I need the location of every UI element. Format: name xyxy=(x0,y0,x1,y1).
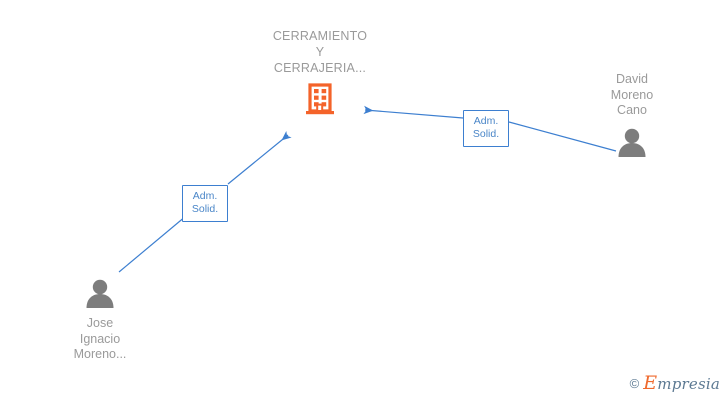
company-node[interactable]: CERRAMIENTO Y CERRAJERIA... xyxy=(238,28,402,120)
person-avatar-icon[interactable] xyxy=(568,125,696,159)
relation-label-david-to-company[interactable]: Adm. Solid. xyxy=(463,110,509,147)
building-icon[interactable] xyxy=(238,82,402,120)
brand-rest: mpresia xyxy=(657,375,720,393)
person-node-jose-ignacio-moreno[interactable]: Jose Ignacio Moreno... xyxy=(36,276,164,363)
watermark: © Empresia xyxy=(630,372,720,394)
brand-initial: E xyxy=(643,372,658,394)
copyright-icon: © xyxy=(629,375,640,391)
person-name-label: Jose Ignacio Moreno... xyxy=(73,316,127,361)
company-name-label: CERRAMIENTO Y CERRAJERIA... xyxy=(272,29,368,75)
person-name-label: David Moreno Cano xyxy=(610,72,654,117)
person-avatar-icon[interactable] xyxy=(36,276,164,310)
person-node-david-moreno-cano[interactable]: David Moreno Cano xyxy=(568,72,696,159)
relation-label-jose-to-company[interactable]: Adm. Solid. xyxy=(182,185,228,222)
brand-logo-text: Empresia xyxy=(643,372,720,394)
